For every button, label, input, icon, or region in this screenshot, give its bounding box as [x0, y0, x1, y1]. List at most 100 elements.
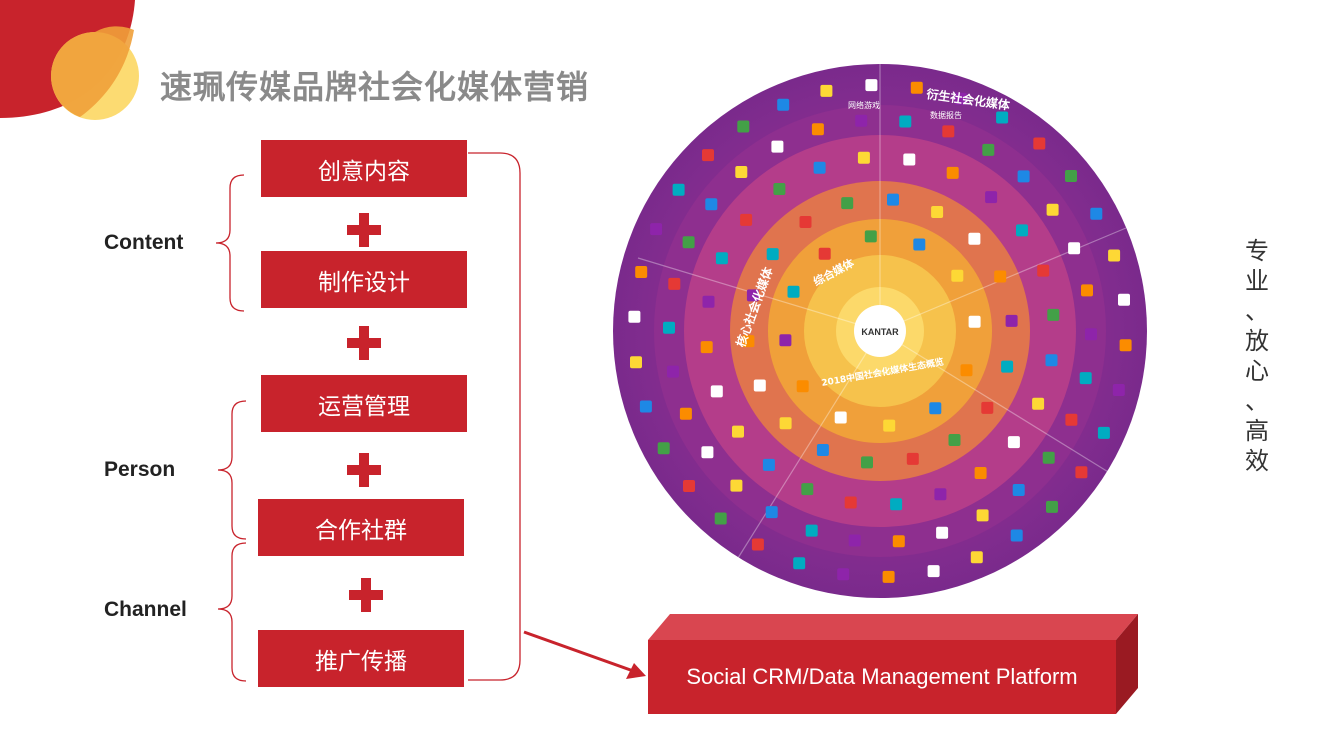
arrow-head — [626, 663, 646, 679]
app-icon — [682, 236, 695, 249]
bracket-right — [468, 152, 521, 681]
corner-orange-overlap — [51, 26, 134, 117]
app-icon — [1075, 466, 1088, 479]
app-icon — [1037, 264, 1050, 277]
app-icon — [1112, 384, 1125, 396]
step-box-production-design: 制作设计 — [261, 251, 467, 308]
ring-label-data: 数据报告 — [930, 110, 962, 120]
app-icon — [1005, 314, 1018, 327]
platform-box — [648, 614, 1138, 714]
app-icon — [663, 321, 675, 334]
platform-box-top — [648, 614, 1138, 640]
app-icon — [985, 191, 998, 204]
category-label-channel: Channel — [104, 598, 187, 621]
app-icon — [762, 458, 775, 471]
app-icon — [837, 568, 850, 581]
app-icon — [818, 247, 831, 260]
ring-label-games: 网络游戏 — [848, 100, 880, 110]
app-icon — [892, 535, 905, 548]
category-label-person: Person — [104, 458, 176, 481]
app-icon — [834, 411, 847, 424]
app-icon — [1118, 293, 1130, 306]
app-icon — [954, 92, 967, 105]
wheel-center-label: KANTAR — [861, 327, 899, 337]
app-icon — [976, 509, 989, 522]
tagline-char: 、 — [1245, 297, 1269, 325]
app-icon — [1032, 397, 1045, 410]
tagline-vertical: 专 业 、 放 心 、 高 效 — [1240, 236, 1274, 476]
corner-decoration — [0, 0, 139, 120]
app-icon — [1012, 484, 1025, 496]
app-icon — [1065, 170, 1077, 182]
brace-content — [215, 174, 245, 312]
app-icon — [796, 380, 809, 393]
app-icon — [890, 498, 903, 511]
app-icon — [1081, 284, 1093, 297]
app-icon — [816, 444, 829, 456]
app-icon — [1046, 203, 1059, 216]
app-icon — [841, 197, 854, 210]
app-icon — [861, 456, 873, 469]
app-icon — [1046, 500, 1058, 513]
app-icon — [702, 149, 714, 162]
app-icon — [913, 238, 926, 251]
app-icon — [883, 419, 896, 432]
app-icon — [715, 252, 728, 265]
app-icon — [970, 551, 983, 564]
app-icon — [779, 417, 792, 430]
app-icon — [1047, 308, 1060, 321]
app-icon — [1090, 207, 1103, 220]
app-icon — [765, 506, 778, 519]
app-icon — [934, 488, 947, 501]
app-icon — [635, 266, 648, 278]
brace-person — [217, 400, 247, 540]
tagline-char: 心 — [1245, 357, 1269, 385]
app-icon — [931, 206, 944, 218]
app-icon — [771, 140, 784, 153]
social-media-wheel: KANTAR 核心社会化媒体 衍生社会化媒体 综合媒体 2018中国社会化媒体生… — [613, 64, 1147, 598]
step-box-promotion-spread: 推广传播 — [258, 630, 464, 687]
app-icon — [1010, 529, 1023, 542]
app-icon — [906, 452, 919, 465]
app-icon — [951, 269, 964, 282]
app-icon — [805, 524, 818, 537]
app-icon — [787, 285, 800, 298]
app-icon — [1065, 413, 1078, 426]
app-icon — [1042, 451, 1055, 464]
platform-box-front — [648, 640, 1116, 714]
app-icon — [777, 98, 790, 111]
app-icon — [801, 483, 814, 496]
app-icon — [981, 401, 994, 414]
tagline-char: 、 — [1245, 387, 1269, 415]
app-icon — [683, 480, 695, 492]
platform-label: Social CRM/Data Management Platform — [686, 664, 1078, 689]
page-title: 速珮传媒品牌社会化媒体营销 — [160, 68, 590, 106]
app-icon — [811, 123, 824, 136]
app-icon — [1068, 242, 1081, 255]
category-label-content: Content — [104, 231, 184, 254]
app-icon — [960, 364, 973, 377]
app-icon — [996, 111, 1009, 124]
app-icon — [630, 356, 642, 369]
app-icon — [948, 434, 961, 446]
step-box-operation-management: 运营管理 — [261, 375, 467, 432]
tagline-char: 效 — [1245, 447, 1269, 475]
app-icon — [1097, 426, 1110, 439]
tagline-char: 高 — [1245, 417, 1269, 445]
app-icon — [700, 341, 713, 354]
app-icon — [1016, 224, 1028, 237]
app-icon — [742, 335, 755, 348]
app-icon — [1033, 137, 1046, 150]
app-icon — [813, 161, 826, 174]
app-icon — [773, 183, 786, 195]
app-icon — [1119, 339, 1132, 352]
app-icon — [793, 557, 806, 570]
brace-channel — [217, 542, 247, 682]
app-icon — [679, 407, 692, 420]
app-icon — [1079, 372, 1092, 385]
app-icon — [667, 365, 679, 378]
app-icon — [994, 270, 1007, 283]
app-icon — [942, 125, 955, 138]
app-icon — [927, 565, 940, 578]
